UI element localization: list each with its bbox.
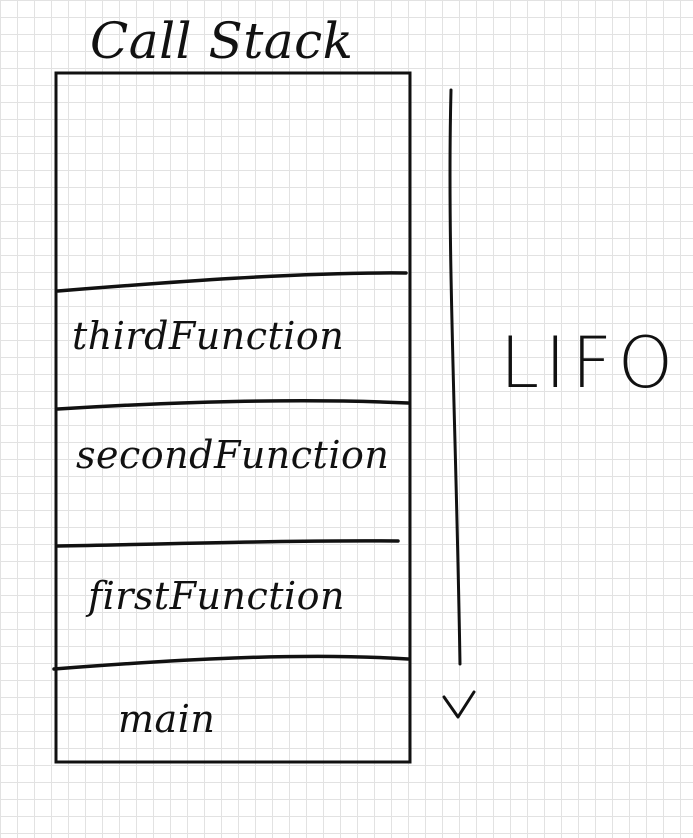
divider-second-first [56, 539, 400, 548]
down-arrow-icon [442, 690, 476, 719]
stack-outline [54, 71, 412, 764]
divider-third-second [56, 399, 410, 411]
diagram-title: Call Stack [90, 12, 354, 70]
stack-frame-main: main [118, 697, 216, 741]
stack-frame-first-function: firstFunction [88, 574, 346, 618]
divider-first-main [52, 654, 410, 671]
stack-frame-third-function: thirdFunction [72, 314, 345, 358]
lifo-label: LIFO [500, 322, 680, 404]
stack-frame-second-function: secondFunction [76, 433, 390, 477]
divider-top [56, 271, 408, 293]
lifo-arrow-line [448, 88, 462, 666]
